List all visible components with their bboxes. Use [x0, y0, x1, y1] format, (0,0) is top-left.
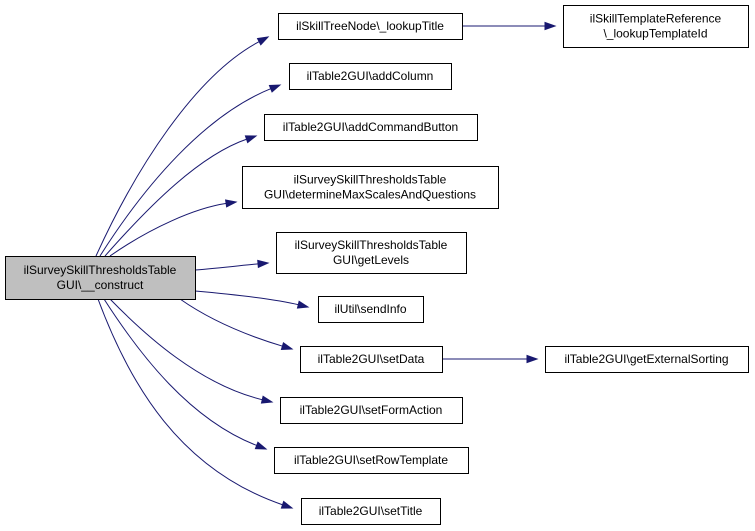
- arrowhead-root-to-get-levels: [257, 259, 270, 269]
- arrowhead-root-to-set-title: [280, 500, 294, 509]
- edge-root-to-get-levels: [194, 263, 260, 271]
- node-label-lookup-template-id-line-2: \_lookupTemplateId: [603, 27, 707, 41]
- node-set-title[interactable]: ilTable2GUI\setTitle: [301, 498, 441, 525]
- node-label-add-command-button-line-1: ilTable2GUI\addCommandButton: [283, 120, 458, 134]
- node-label-send-info-line-1: ilUtil\sendInfo: [334, 302, 406, 316]
- node-box-get-external-sorting: [545, 346, 749, 373]
- node-label-set-form-action-line-1: ilTable2GUI\setFormAction: [300, 403, 443, 417]
- node-box-set-data: [300, 346, 443, 373]
- node-label-root-line-2: GUI\__construct: [57, 278, 144, 292]
- node-box-set-form-action: [280, 397, 463, 424]
- node-set-row-template[interactable]: ilTable2GUI\setRowTemplate: [274, 447, 469, 474]
- node-box-set-title: [301, 498, 441, 525]
- node-label-get-levels-line-2: GUI\getLevels: [333, 253, 409, 267]
- node-label-root-line-1: ilSurveySkillThresholdsTable: [24, 263, 177, 277]
- edge-root-to-set-form-action: [109, 298, 264, 401]
- arrowhead-root-to-lookup-title: [256, 36, 270, 46]
- edges-layer: [95, 21, 557, 509]
- node-add-column[interactable]: ilTable2GUI\addColumn: [289, 63, 452, 90]
- arrowhead-root-to-add-column: [268, 84, 282, 93]
- arrowhead-lookup-title-to-lookup-template-id: [544, 21, 557, 31]
- node-label-set-row-template-line-1: ilTable2GUI\setRowTemplate: [294, 453, 448, 467]
- node-box-add-command-button: [264, 114, 478, 141]
- edge-root-to-send-info: [194, 290, 300, 306]
- edge-root-to-set-title: [97, 298, 284, 506]
- node-label-get-levels-line-1: ilSurveySkillThresholdsTable: [295, 238, 448, 252]
- node-label-determine-max-line-2: GUI\determineMaxScalesAndQuestions: [264, 188, 476, 202]
- edge-root-to-set-row-template: [103, 298, 258, 447]
- edge-root-to-set-data: [179, 298, 284, 347]
- nodes-layer: ilSurveySkillThresholdsTableGUI\__constr…: [5, 5, 749, 525]
- node-set-form-action[interactable]: ilTable2GUI\setFormAction: [280, 397, 463, 424]
- node-label-get-external-sorting-line-1: ilTable2GUI\getExternalSorting: [564, 352, 728, 366]
- arrowhead-root-to-set-data: [280, 341, 294, 351]
- node-box-get-levels: [276, 232, 467, 274]
- node-get-external-sorting[interactable]: ilTable2GUI\getExternalSorting: [545, 346, 749, 373]
- node-label-set-data-line-1: ilTable2GUI\setData: [318, 352, 425, 366]
- node-determine-max[interactable]: ilSurveySkillThresholdsTableGUI\determin…: [242, 166, 499, 209]
- node-label-lookup-template-id-line-1: ilSkillTemplateReference: [590, 12, 722, 26]
- node-box-send-info: [318, 296, 424, 323]
- node-get-levels[interactable]: ilSurveySkillThresholdsTableGUI\getLevel…: [276, 232, 467, 274]
- edge-root-to-lookup-title: [95, 40, 261, 257]
- node-label-add-column-line-1: ilTable2GUI\addColumn: [307, 69, 434, 83]
- node-box-determine-max: [242, 166, 499, 209]
- arrowhead-root-to-add-command-button: [244, 135, 258, 144]
- node-lookup-template-id[interactable]: ilSkillTemplateReference\_lookupTemplate…: [563, 5, 749, 48]
- node-lookup-title[interactable]: ilSkillTreeNode\_lookupTitle: [278, 13, 463, 40]
- node-box-lookup-title: [278, 13, 463, 40]
- node-box-root: [5, 256, 196, 300]
- edge-root-to-add-column: [99, 87, 272, 257]
- node-set-data[interactable]: ilTable2GUI\setData: [300, 346, 443, 373]
- node-box-set-row-template: [274, 447, 469, 474]
- node-label-lookup-title-line-1: ilSkillTreeNode\_lookupTitle: [296, 19, 444, 33]
- node-add-command-button[interactable]: ilTable2GUI\addCommandButton: [264, 114, 478, 141]
- node-box-lookup-template-id: [563, 5, 749, 48]
- edge-root-to-add-command-button: [104, 138, 248, 257]
- node-box-add-column: [289, 63, 452, 90]
- node-send-info[interactable]: ilUtil\sendInfo: [318, 296, 424, 323]
- arrowhead-root-to-determine-max: [225, 199, 238, 208]
- arrowhead-root-to-set-row-template: [254, 441, 268, 450]
- node-root[interactable]: ilSurveySkillThresholdsTableGUI\__constr…: [5, 256, 196, 300]
- node-label-determine-max-line-1: ilSurveySkillThresholdsTable: [294, 173, 447, 187]
- arrowhead-root-to-set-form-action: [260, 395, 274, 404]
- arrowhead-root-to-send-info: [296, 300, 310, 309]
- arrowhead-set-data-to-get-external-sorting: [526, 354, 539, 364]
- node-label-set-title-line-1: ilTable2GUI\setTitle: [319, 504, 423, 518]
- edge-root-to-determine-max: [109, 202, 228, 257]
